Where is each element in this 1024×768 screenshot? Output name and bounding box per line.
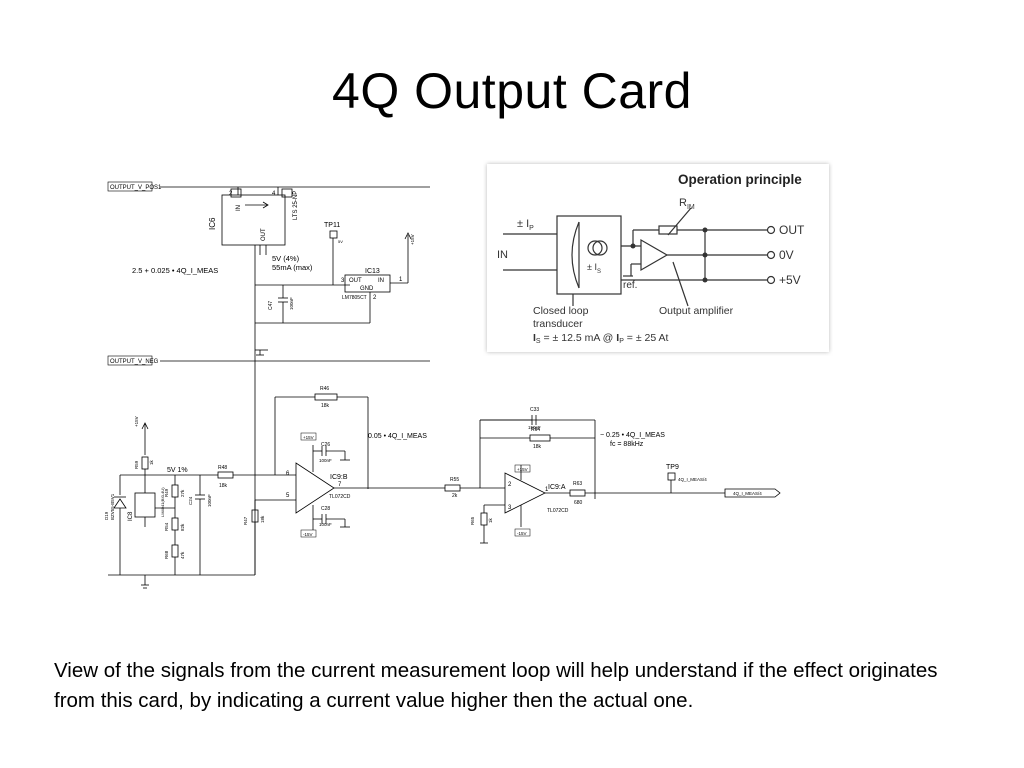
tp9-net: 4Q_I_MEAS/4 [678, 477, 707, 482]
ic13-in-pin: IN [378, 278, 384, 284]
zero-v-terminal-label: 0V [779, 248, 794, 262]
d19-part: BZV55-B5V1 [110, 493, 115, 520]
r49-value: 27k [180, 489, 185, 497]
supply-note-1: 5V (4%) [272, 254, 300, 263]
circuit-schematic: OUTPUT_V_POS1 OUTPUT_V_NEG IC6 LTS 25-NP… [104, 181, 781, 589]
out-terminal-label: OUT [779, 223, 805, 237]
ic13-gnd-pin: GND [360, 286, 374, 292]
r64-value: 18k [533, 444, 542, 450]
r64-label: R64 [531, 427, 540, 433]
output-net-label: 4Q_I_MEAS/4 [733, 491, 762, 496]
ic9a-part: TL072CD [547, 508, 569, 514]
ic9b-part: TL072CD [329, 494, 351, 500]
reference-label: 5V 1% [167, 467, 188, 474]
is-label: ± IS [587, 262, 601, 275]
in-label: IN [497, 249, 508, 261]
plus5-terminal-label: +5V [779, 273, 801, 287]
rim-label: RIM [679, 197, 695, 211]
c28-label: C28 [321, 506, 330, 512]
ip-label: ± IP [517, 218, 534, 232]
tp9-label: TP9 [666, 464, 679, 471]
ic6-part: LTS 25-NP [293, 191, 299, 220]
ic9b-pin-5: 5 [286, 493, 290, 499]
icb-plus15: +15V [303, 435, 314, 440]
filter-cutoff: fc = 88kHz [610, 441, 644, 448]
r65-label: R65 [470, 516, 475, 525]
ic9a-label: IC9:A [548, 484, 566, 491]
operation-principle-diagram: Operation principle [487, 164, 829, 352]
ic13-pin-2: 2 [373, 295, 377, 301]
ic9a-pin-3: 3 [508, 505, 512, 511]
r68-value: 47k [180, 551, 185, 559]
c26-label: C26 [321, 442, 330, 448]
ic9a-pin-2: 2 [508, 482, 512, 488]
ic13-plus15: +15V [410, 234, 415, 245]
r47-value: 18k [260, 515, 265, 523]
r46-value: 18k [321, 403, 330, 409]
c28-value: 100nF [319, 522, 332, 527]
r54-value: 82k [180, 523, 185, 531]
closed-loop-caption-2: transducer [533, 318, 583, 330]
ica-plus15: +15V [517, 467, 528, 472]
r49-label: R49 [164, 488, 169, 497]
icb-minus15: -15V [303, 532, 313, 537]
c33-label: C33 [530, 407, 539, 413]
r46-label: R46 [320, 386, 329, 392]
ic13-part: LM7805CT [342, 295, 367, 301]
slide-title: 4Q Output Card [332, 63, 692, 119]
d19-label: D19 [104, 511, 109, 520]
ref-plus15: +15V [134, 416, 139, 427]
r63-label: R63 [573, 481, 582, 487]
c47-label: C47 [268, 301, 274, 310]
ica-minus15: -15V [517, 531, 527, 536]
spec-line: IS = ± 12.5 mA @ IP = ± 25 At [533, 332, 669, 345]
ic8-label: IC8 [128, 511, 134, 521]
r48-value: 18k [219, 483, 228, 489]
equation-a: − 0.25 • 4Q_I_MEAS [600, 432, 665, 439]
slide-caption: View of the signals from the current mea… [54, 659, 938, 712]
ic13-pin-1: 1 [399, 277, 403, 283]
pin-4: 4 [272, 191, 276, 197]
r63-value: 680 [574, 500, 583, 506]
ic6-in-pin: IN [236, 205, 242, 211]
ic9b-pin-6: 6 [286, 471, 290, 477]
net-label-pos: OUTPUT_V_POS1 [110, 185, 162, 191]
ic8-part: LM4041(BI0-4U) [160, 487, 165, 517]
ic9b-label: IC9:B [330, 474, 348, 481]
r47-label: R47 [243, 516, 248, 525]
equation-b: 0.05 • 4Q_I_MEAS [368, 433, 427, 440]
ic13-out-pin: OUT [349, 278, 362, 284]
r48-label: R48 [218, 465, 227, 471]
r54-label: R54 [164, 522, 169, 531]
c26-value: 100nF [319, 458, 332, 463]
supply-note-2: 55mA (max) [272, 263, 313, 272]
ic9b-pin-7: 7 [338, 482, 342, 488]
closed-loop-caption-1: Closed loop [533, 305, 589, 317]
output-amplifier-caption: Output amplifier [659, 305, 734, 317]
ic6-label: IC6 [208, 217, 217, 230]
c24-label: C24 [188, 496, 193, 505]
tp11-label: TP11 [324, 222, 340, 229]
tp11-voltage: 5V [338, 239, 343, 244]
pin-2: 2 [229, 191, 233, 197]
r55-value: 2k [452, 493, 458, 499]
net-label-neg: OUTPUT_V_NEG [110, 359, 159, 365]
c47-value: 100nF [289, 297, 294, 310]
r59-label: R59 [134, 460, 139, 469]
measurement-equation: 2.5 + 0.025 • 4Q_I_MEAS [132, 266, 218, 275]
inset-heading: Operation principle [678, 172, 802, 187]
ref-label: ref. [623, 280, 637, 291]
ic6-out-pin: OUT [261, 228, 267, 241]
c33-value: 150pF [528, 425, 541, 430]
r68-label: R68 [164, 550, 169, 559]
ic13-label: IC13 [365, 268, 380, 275]
r65-value: 1k [488, 517, 493, 523]
r59-value: 1k [149, 459, 154, 465]
ic13-pin-3: 3 [341, 278, 345, 284]
r55-label: R55 [450, 477, 459, 483]
c24-value: 100nF [207, 494, 212, 507]
ic9a-pin-1: 1 [545, 487, 549, 493]
